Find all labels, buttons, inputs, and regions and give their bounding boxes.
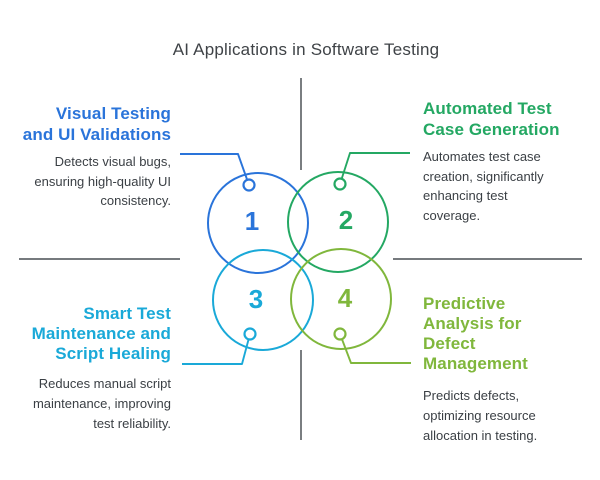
item-4-heading: Predictive Analysis for Defect Managemen…: [423, 294, 528, 373]
item-1-description: Detects visual bugs, ensuring high-quali…: [34, 154, 171, 208]
connector-line-3: [182, 333, 251, 365]
circle-3-number: 3: [248, 284, 264, 314]
connector-ring-1: [242, 178, 256, 192]
item-4-description: Predicts defects, optimizing resource al…: [423, 388, 538, 443]
connector-ring-2: [333, 177, 347, 191]
item-2-description: Automates test case creation, significan…: [423, 149, 544, 223]
item-2-heading: Automated Test Case Generation: [423, 99, 560, 139]
connector-ring-3: [243, 327, 257, 341]
circle-1-number: 1: [244, 206, 260, 236]
connector-line-2: [339, 152, 410, 185]
connector-line-1: [180, 153, 250, 186]
item-3-heading: Smart Test Maintenance and Script Healin…: [31, 304, 171, 363]
circle-2-outline: [287, 171, 389, 273]
connector-line-4: [339, 333, 411, 364]
item-1-heading: Visual Testing and UI Validations: [22, 104, 171, 144]
circle-3-outline: [212, 249, 314, 351]
item-3-description: Reduces manual script maintenance, impro…: [32, 376, 171, 431]
circle-2-number: 2: [338, 205, 354, 235]
page-title: AI Applications in Software Testing: [172, 40, 440, 59]
circle-4-outline: [290, 248, 392, 350]
circle-4-number: 4: [337, 283, 353, 313]
connector-ring-4: [333, 327, 347, 341]
circle-1-outline: [207, 172, 309, 274]
